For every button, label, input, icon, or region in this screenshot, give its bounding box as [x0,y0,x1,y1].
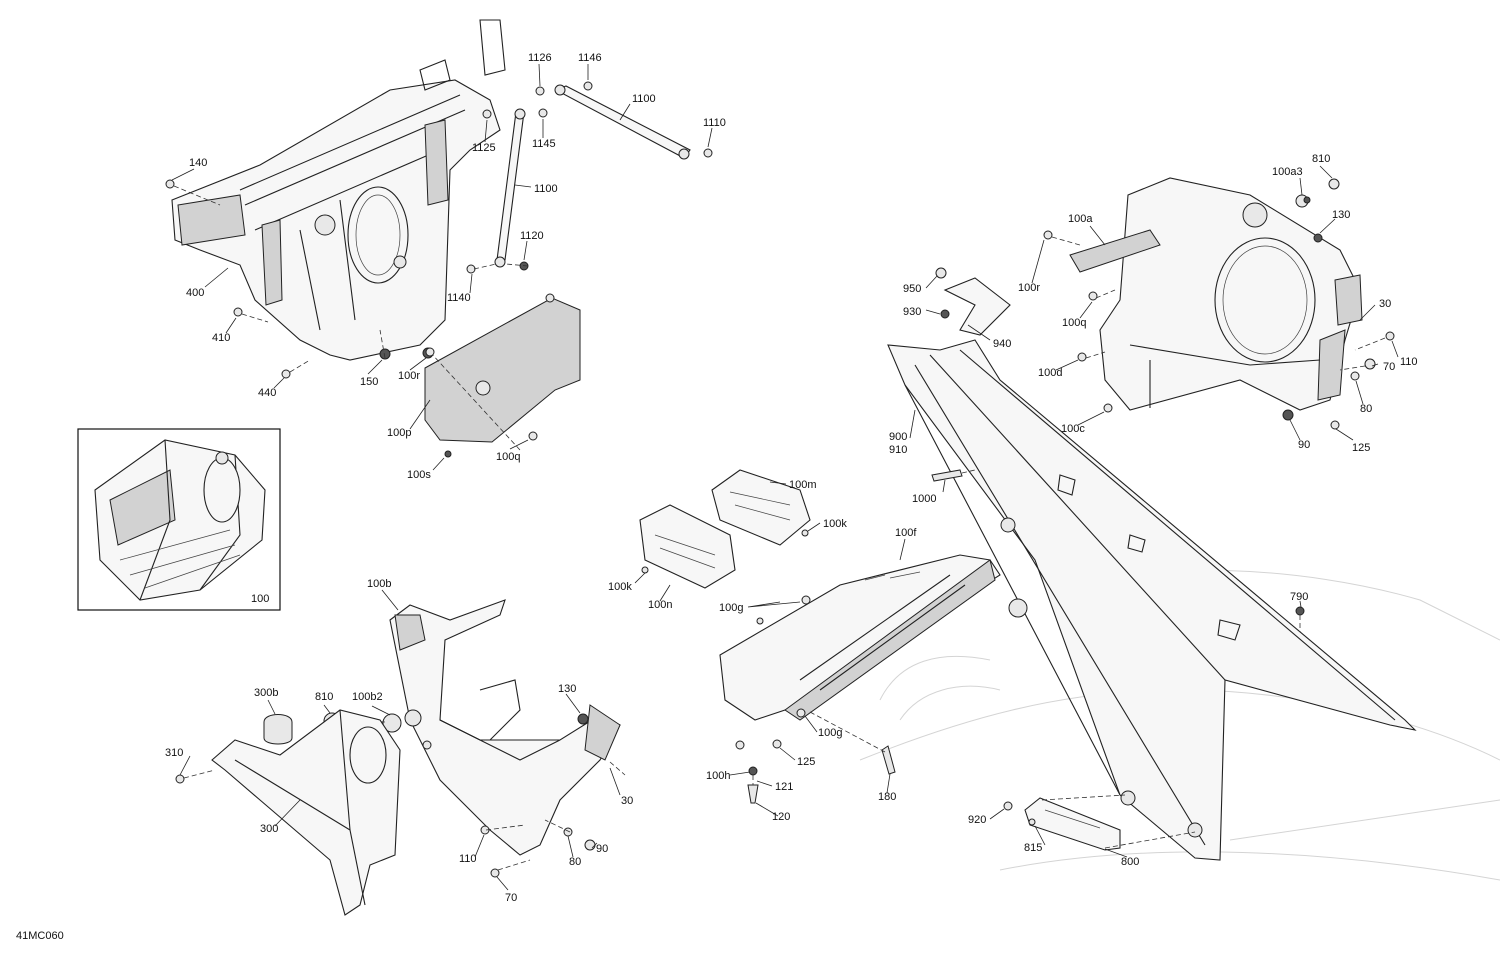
inset-label: 100 [251,593,269,605]
callout-100k-a: 100k [823,518,847,530]
callout-900: 900 [889,431,907,443]
callout-120: 120 [772,811,790,823]
callout-1126: 1126 [528,52,552,64]
callout-1100-a: 1100 [632,93,656,105]
callout-300: 300 [260,823,278,835]
callout-1000: 1000 [912,493,936,505]
plate-800 [1003,794,1196,851]
callout-100g-a: 100g [719,602,743,614]
callout-180: 180 [878,791,896,803]
callout-110-a: 110 [1400,356,1418,368]
callout-300b: 300b [254,687,278,699]
bolt-790 [1295,606,1305,632]
callout-140: 140 [189,157,207,169]
callout-100q-b: 100q [1062,317,1086,329]
callout-810-a: 810 [1312,153,1330,165]
callout-100g-b: 100g [818,727,842,739]
callout-790: 790 [1290,591,1308,603]
callout-70-b: 70 [505,892,517,904]
callout-100r-a: 100r [398,370,420,382]
callout-1125: 1125 [472,142,496,154]
callout-90-a: 90 [1298,439,1310,451]
callout-950: 950 [903,283,921,295]
callout-130-b: 130 [558,683,576,695]
callout-100r-b: 100r [1018,282,1040,294]
callout-100h: 100h [706,770,730,782]
callout-130-a: 130 [1332,209,1350,221]
callout-310: 310 [165,747,183,759]
callout-100f: 100f [895,527,917,539]
callout-90-b: 90 [596,843,608,855]
bracket-100n [639,504,736,589]
leader-lines [171,63,1399,891]
side-rail-900 [887,339,1417,861]
bracket-100m [711,469,811,546]
lower-frame-100b [323,599,626,878]
callout-1140: 1140 [447,292,471,304]
callout-100a3: 100a3 [1272,166,1303,178]
callout-940: 940 [993,338,1011,350]
callout-100m: 100m [789,479,817,491]
callout-920: 920 [968,814,986,826]
callout-100k-b: 100k [608,581,632,593]
callout-labels: 1126 1146 1100 1110 1125 1145 1100 1120 … [165,52,1418,904]
front-frame-400 [171,19,506,361]
callout-70-a: 70 [1383,361,1395,373]
bracket-940 [935,267,1011,336]
callout-100p: 100p [387,427,411,439]
bracket-300 [175,709,401,916]
callout-100c: 100c [1061,423,1085,435]
callout-125-b: 125 [797,756,815,768]
callout-910: 910 [889,444,907,456]
callout-410: 410 [212,332,230,344]
callout-930: 930 [903,306,921,318]
callout-440: 440 [258,387,276,399]
callout-80-b: 80 [569,856,581,868]
mount-plate-100f [719,554,1028,804]
callout-100b: 100b [367,578,391,590]
callout-150: 150 [360,376,378,388]
skid-plate-100p [424,293,581,458]
callout-121: 121 [775,781,793,793]
callout-800: 800 [1121,856,1139,868]
callout-100s: 100s [407,469,431,481]
callout-1110: 1110 [703,117,726,129]
callout-100b2: 100b2 [352,691,383,703]
callout-30-b: 30 [621,795,633,807]
callout-100n: 100n [648,599,672,611]
figure-id: 41MC060 [16,930,64,942]
callout-110-b: 110 [459,853,477,865]
rods-1100 [466,81,713,274]
callout-80-a: 80 [1360,403,1372,415]
callout-400: 400 [186,287,204,299]
rear-frame-100a [1043,177,1395,430]
callout-1146: 1146 [578,52,602,64]
callout-1145: 1145 [532,138,556,150]
callout-815: 815 [1024,842,1042,854]
callout-125-a: 125 [1352,442,1370,454]
callout-1100-b: 1100 [534,183,558,195]
callout-30-a: 30 [1379,298,1391,310]
bolt-1000 [931,469,976,482]
callout-810-b: 810 [315,691,333,703]
inset-assembly-100: 100 [77,428,281,611]
callout-100d: 100d [1038,367,1062,379]
callout-1120: 1120 [520,230,544,242]
callout-100q-a: 100q [496,451,520,463]
callout-100a: 100a [1068,213,1093,225]
